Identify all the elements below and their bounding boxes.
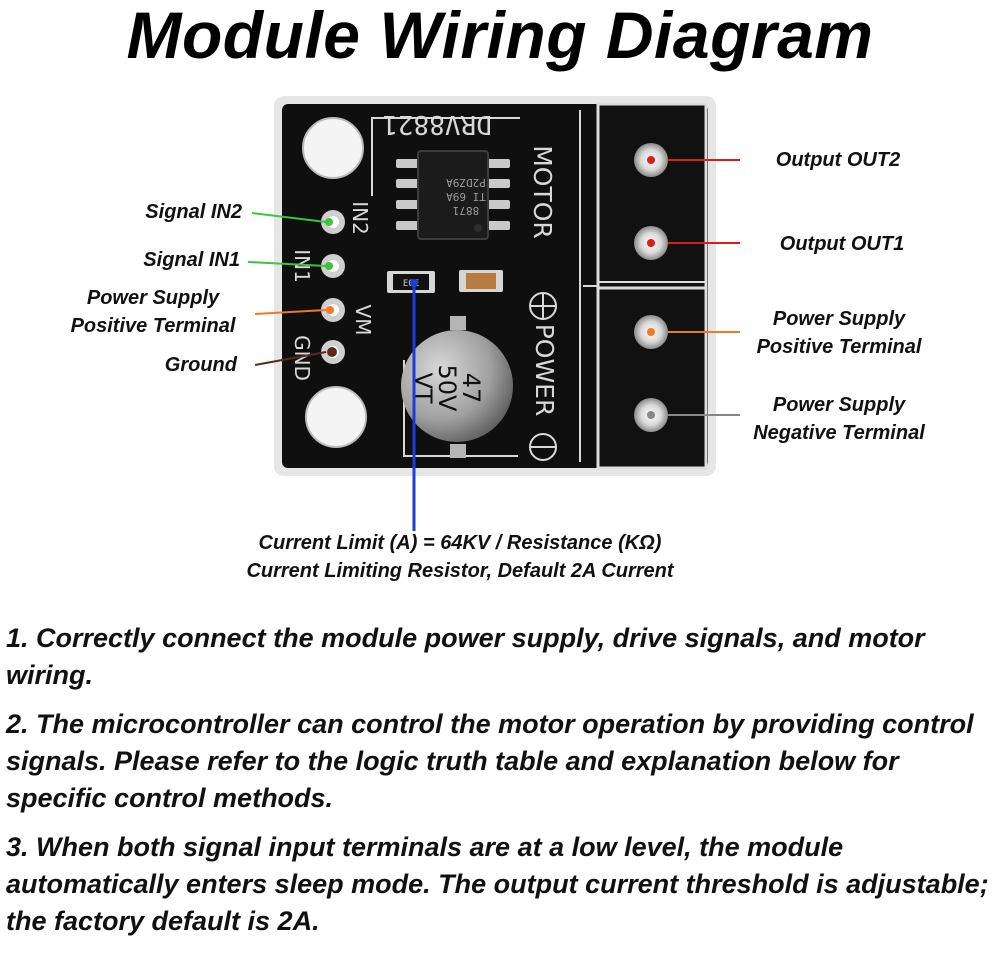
- note-1: 1. Correctly connect the module power su…: [6, 623, 925, 690]
- label-power-positive-left-line2: Positive Terminal: [70, 315, 236, 337]
- note-2: 2. The microcontroller can control the m…: [6, 709, 974, 813]
- current-limit-caption: Current Limit (A) = 64KV / Resistance (K…: [180, 529, 740, 585]
- pointer-signal-in2: [251, 212, 333, 226]
- chip-marking-line-3: P2DZ9A: [446, 176, 486, 189]
- label-power-negative-right: Power Supply Negative Terminal: [736, 391, 942, 447]
- pointer-signal-in1: [247, 261, 333, 270]
- power-silkscreen-label: POWER: [530, 324, 559, 417]
- label-signal-in1: Signal IN1: [143, 249, 240, 271]
- pointer-power-positive-right: [647, 328, 740, 336]
- minus-symbol: [529, 433, 557, 461]
- instruction-notes: 1. Correctly connect the module power su…: [6, 620, 996, 952]
- cap-marking-capacitance: 47: [457, 373, 485, 404]
- pointer-ground: [254, 347, 337, 366]
- smd-capacitor: [459, 270, 503, 292]
- label-power-negative-right-line1: Power Supply: [772, 394, 906, 416]
- label-power-positive-right: Power Supply Positive Terminal: [736, 305, 942, 361]
- mount-hole-bottom: [306, 387, 366, 447]
- mount-hole-top: [303, 118, 363, 178]
- chip-marking-line-1: 8871: [453, 204, 480, 217]
- current-limit-formula: Current Limit (A) = 64KV / Resistance (K…: [258, 532, 662, 554]
- label-power-positive-left-line1: Power Supply: [86, 287, 220, 309]
- pointer-power-positive-left: [254, 306, 334, 315]
- label-power-positive-left: Power Supply Positive Terminal: [50, 284, 256, 340]
- pointer-output-out1: [647, 239, 740, 247]
- pointer-current-limit-resistor: [410, 279, 418, 531]
- pointer-output-out2: [647, 156, 740, 164]
- chip-marking-line-2: TI 69A: [446, 190, 486, 203]
- chip-silkscreen-label: DRV8821: [382, 109, 492, 139]
- plus-symbol: [529, 292, 557, 320]
- diagram-title: Module Wiring Diagram: [126, 0, 874, 72]
- label-output-out2: Output OUT2: [775, 149, 901, 171]
- current-limit-note: Current Limiting Resistor, Default 2A Cu…: [246, 560, 674, 582]
- motor-silkscreen-label: MOTOR: [528, 145, 557, 239]
- pin-label-vm: VM: [351, 305, 375, 336]
- label-output-out1: Output OUT1: [779, 233, 905, 255]
- note-3: 3. When both signal input terminals are …: [6, 832, 989, 936]
- label-power-positive-right-line1: Power Supply: [772, 308, 906, 330]
- label-ground: Ground: [164, 354, 237, 376]
- cap-marking-voltage: 50V: [433, 365, 461, 413]
- electrolytic-capacitor: [401, 316, 513, 458]
- pointer-power-negative-right: [647, 411, 740, 419]
- label-power-positive-right-line2: Positive Terminal: [756, 336, 922, 358]
- driver-chip: [396, 150, 510, 240]
- label-power-negative-right-line2: Negative Terminal: [753, 422, 925, 444]
- pin-label-in2: IN2: [348, 201, 372, 235]
- label-signal-in2: Signal IN2: [145, 201, 242, 223]
